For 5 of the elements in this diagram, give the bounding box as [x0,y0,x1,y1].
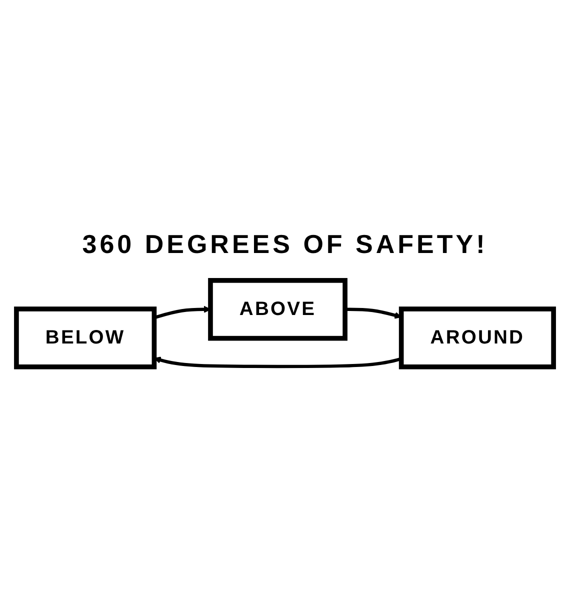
node-box: AROUND [398,306,556,370]
arrow [154,306,211,320]
node-box: ABOVE [208,278,348,341]
node-box: BELOW [14,306,157,370]
slogan-text: 360 DEGREES OF SAFETY! [82,228,488,260]
